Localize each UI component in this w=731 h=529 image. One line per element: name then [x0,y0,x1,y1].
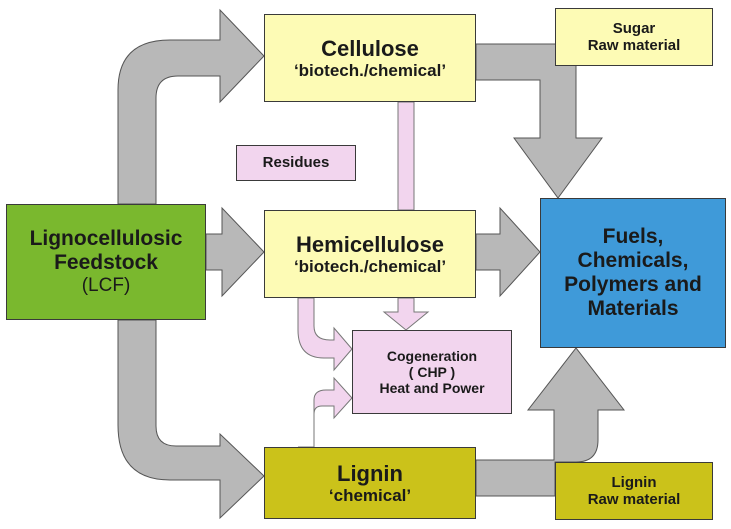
lignin-raw-material-node: Lignin Raw material [555,462,713,520]
arrow-lignin-to-cogeneration [298,376,353,448]
arrow-lcf-to-hemicellulose [205,206,265,298]
lignin-node: Lignin ‘chemical’ [264,447,476,519]
lignin-subtitle: ‘chemical’ [328,485,412,505]
cellulose-node: Cellulose ‘biotech./chemical’ [264,14,476,102]
products-line4: Materials [587,297,679,321]
cellulose-subtitle: ‘biotech./chemical’ [293,60,447,80]
hemicellulose-node: Hemicellulose ‘biotech./chemical’ [264,210,476,298]
lignin-title: Lignin [337,460,403,486]
hemicellulose-subtitle: ‘biotech./chemical’ [293,256,447,276]
arrow-cellulose-to-products [475,43,603,199]
cogeneration-line3: Heat and Power [379,380,485,397]
cellulose-title: Cellulose [321,35,419,61]
cogeneration-line2: ( CHP ) [408,363,456,380]
lignin-raw-line1: Lignin [611,473,657,491]
products-line3: Polymers and [564,273,702,296]
cogeneration-node: Cogeneration ( CHP ) Heat and Power [352,330,512,414]
residues-label: Residues [262,154,330,172]
arrow-hemicellulose-side-to-cogeneration [297,297,353,372]
sugar-line1: Sugar [612,19,656,37]
arrow-hemicellulose-to-products [475,206,541,298]
products-line1: Fuels, [602,224,664,248]
cogeneration-line1: Cogeneration [386,347,478,364]
sugar-line2: Raw material [587,37,681,54]
hemicellulose-title: Hemicellulose [296,231,444,257]
pipe-cellulose-to-cogeneration [397,101,415,211]
products-node: Fuels, Chemicals, Polymers and Materials [540,198,726,348]
lcf-line3: (LCF) [81,275,131,297]
arrow-lcf-to-cellulose [117,8,265,205]
lcf-node: Lignocellulosic Feedstock (LCF) [6,204,206,320]
sugar-raw-material-node: Sugar Raw material [555,8,713,66]
residues-node: Residues [236,145,356,181]
arrow-hemicellulose-to-cogeneration [382,297,430,331]
lcf-line2: Feedstock [54,251,158,275]
lcf-line1: Lignocellulosic [29,226,183,250]
arrow-lcf-to-lignin [117,319,265,520]
products-line2: Chemicals, [577,248,689,272]
lignin-raw-line2: Raw material [587,491,681,508]
